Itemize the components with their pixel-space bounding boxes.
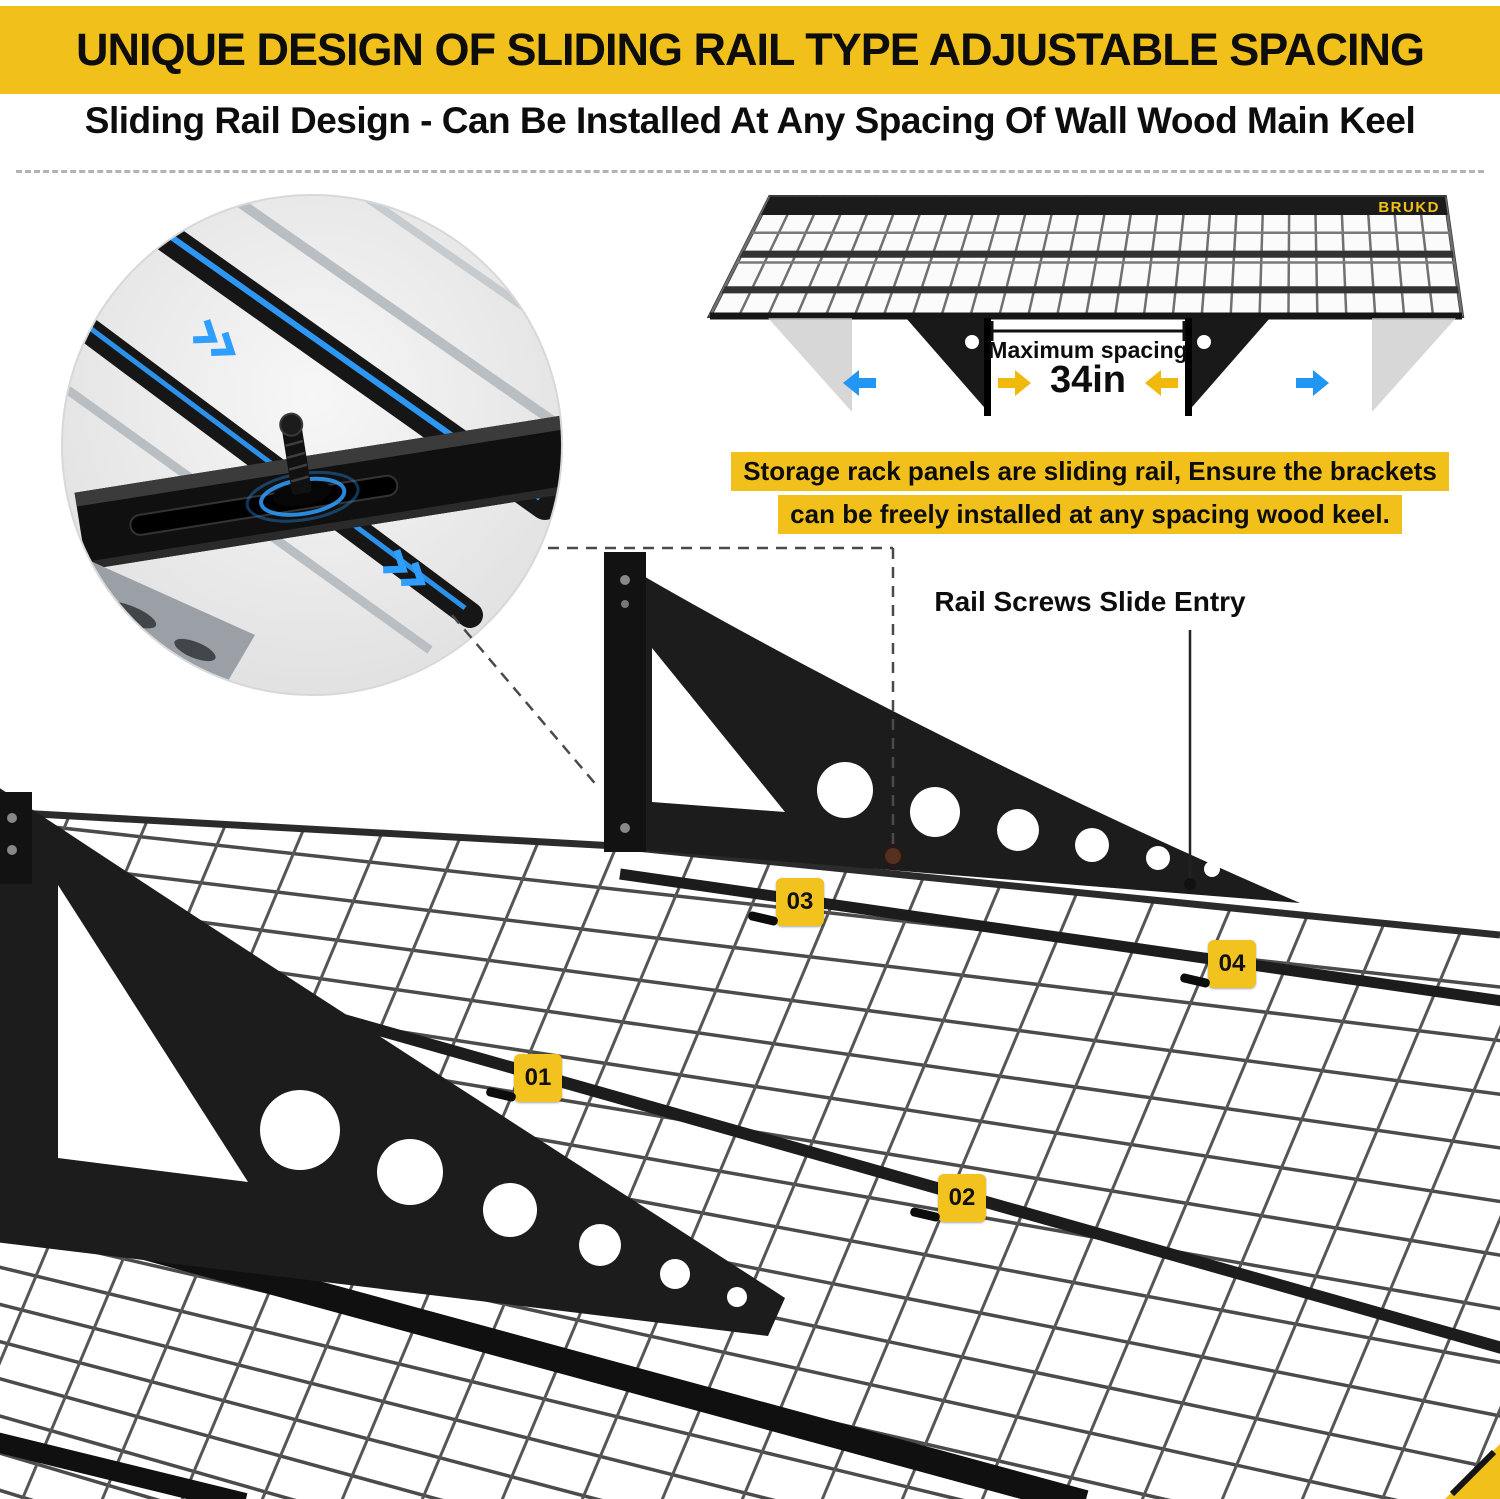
far-bracket-triangle-cutout	[652, 648, 785, 812]
screw-icon	[621, 600, 629, 608]
marker-04: 04	[1208, 940, 1256, 988]
callout-label: Rail Screws Slide Entry	[934, 586, 1246, 617]
marker-03: 03	[776, 878, 824, 926]
screw-icon	[7, 813, 17, 823]
rail-entry-screw	[883, 846, 903, 866]
screw-icon	[620, 823, 630, 833]
blue-arrow-left-icon	[843, 370, 876, 396]
max-spacing-label: Maximum spacing	[988, 337, 1188, 363]
near-bracket-triangle-cutout	[58, 885, 248, 1182]
shelf-cross-bar	[739, 250, 1454, 258]
zoom-inset	[62, 195, 562, 695]
slide-chevrons-icon	[193, 319, 236, 356]
screw-icon	[620, 575, 630, 585]
bracket-hole	[965, 335, 979, 349]
bracket-solid-left	[906, 318, 990, 414]
bracket-ghost-right	[1372, 318, 1456, 412]
yellow-arrow-left-icon	[1145, 370, 1178, 396]
note-line-2: can be freely installed at any spacing w…	[778, 495, 1402, 535]
banner: UNIQUE DESIGN OF SLIDING RAIL TYPE ADJUS…	[0, 6, 1500, 94]
dashed-separator	[16, 170, 1484, 173]
marker-01: 01	[514, 1054, 562, 1102]
slide-chevrons-icon	[383, 549, 426, 586]
brand-logo: BRUKD	[1378, 199, 1440, 216]
note-block: Storage rack panels are sliding rail, En…	[700, 450, 1480, 536]
marker-02: 02	[938, 1174, 986, 1222]
bracket-ghost-left	[768, 318, 852, 412]
screw-icon	[7, 845, 17, 855]
deck-grid	[0, 812, 1500, 1499]
slide-highlight	[62, 290, 467, 611]
bracket-hole	[1197, 335, 1211, 349]
subtitle: Sliding Rail Design - Can Be Installed A…	[84, 100, 1416, 141]
banner-title: UNIQUE DESIGN OF SLIDING RAIL TYPE ADJUS…	[76, 24, 1425, 75]
max-spacing-measure	[990, 321, 1186, 341]
yellow-arrow-right-icon	[998, 370, 1031, 396]
main-rack-view	[0, 552, 1500, 1499]
far-bracket	[604, 552, 1300, 903]
zoom-inset-border	[61, 194, 563, 696]
note-line-1: Storage rack panels are sliding rail, En…	[731, 452, 1449, 492]
bracket-solid-right	[1186, 318, 1270, 414]
max-spacing-value: 34in	[1049, 359, 1127, 401]
rail-bolt	[245, 412, 360, 523]
far-bracket-wall-plate	[604, 552, 646, 852]
wall-rack-render	[706, 195, 1465, 416]
shelf-cross-bar	[721, 286, 1459, 294]
rail-entry-screw	[1184, 878, 1196, 890]
near-bracket	[0, 788, 785, 1336]
callout-lines	[451, 546, 1196, 890]
blue-arrow-right-icon	[1296, 370, 1329, 396]
near-bracket-wall-plate	[0, 792, 32, 884]
page-corner-accent	[1445, 1444, 1500, 1499]
wall-rail-bar	[761, 197, 1448, 215]
